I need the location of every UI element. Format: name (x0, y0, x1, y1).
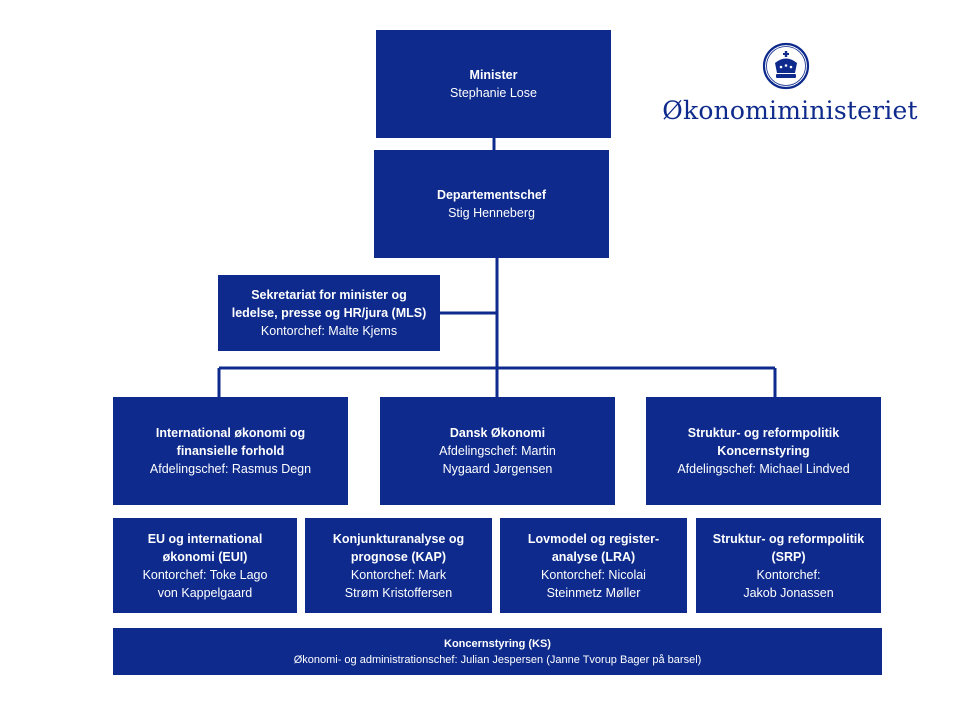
office-title: Konjunkturanalyse og prognose (KAP) (332, 531, 465, 564)
office-title: Lovmodel og register- analyse (LRA) (527, 531, 660, 564)
sekretariat-box: Sekretariat for minister og ledelse, pre… (218, 275, 440, 351)
sekretariat-title: Sekretariat for minister og ledelse, pre… (231, 288, 427, 320)
office-chief: Kontorchef: Jakob Jonassen (743, 567, 834, 600)
koncernstyring-box: Koncernstyring (KS) Økonomi- og administ… (113, 628, 882, 675)
crown-emblem-icon (762, 42, 810, 90)
division-title: Dansk Økonomi (449, 426, 546, 440)
division-title: International økonomi og finansielle for… (155, 426, 306, 458)
office-box-eui: EU og international økonomi (EUI) Kontor… (113, 518, 297, 613)
office-title: Struktur- og reformpolitik (SRP) (712, 531, 865, 564)
division-chief: Afdelingschef: Martin Nygaard Jørgensen (439, 444, 556, 476)
division-box-struktur: Struktur- og reformpolitik Koncernstyrin… (646, 397, 881, 505)
minister-title: Minister (469, 68, 518, 82)
koncernstyring-title: Koncernstyring (KS) (444, 637, 551, 650)
office-box-kap: Konjunkturanalyse og prognose (KAP) Kont… (305, 518, 492, 613)
departementschef-box: Departementschef Stig Henneberg (374, 150, 609, 258)
ministry-name: Økonomiministeriet (662, 96, 918, 125)
minister-box: Minister Stephanie Lose (376, 30, 611, 138)
office-title: EU og international økonomi (EUI) (147, 531, 263, 564)
division-box-international: International økonomi og finansielle for… (113, 397, 348, 505)
office-chief: Kontorchef: Mark Strøm Kristoffersen (344, 567, 453, 600)
koncernstyring-chief: Økonomi- og administrationschef: Julian … (293, 653, 702, 666)
sekretariat-chief: Kontorchef: Malte Kjems (260, 324, 398, 338)
division-chief: Afdelingschef: Rasmus Degn (149, 462, 312, 476)
division-title: Struktur- og reformpolitik Koncernstyrin… (687, 426, 840, 458)
office-chief: Kontorchef: Toke Lago von Kappelgaard (142, 567, 268, 600)
office-chief: Kontorchef: Nicolai Steinmetz Møller (541, 567, 646, 600)
departementschef-title: Departementschef (436, 188, 547, 202)
division-box-dansk: Dansk Økonomi Afdelingschef: Martin Nyga… (380, 397, 615, 505)
office-box-lra: Lovmodel og register- analyse (LRA) Kont… (500, 518, 687, 613)
minister-name: Stephanie Lose (450, 86, 537, 100)
office-box-srp: Struktur- og reformpolitik (SRP) Kontorc… (696, 518, 881, 613)
departementschef-name: Stig Henneberg (448, 206, 535, 220)
ministry-logo: Økonomiministeriet (660, 42, 920, 132)
division-chief: Afdelingschef: Michael Lindved (677, 462, 850, 476)
